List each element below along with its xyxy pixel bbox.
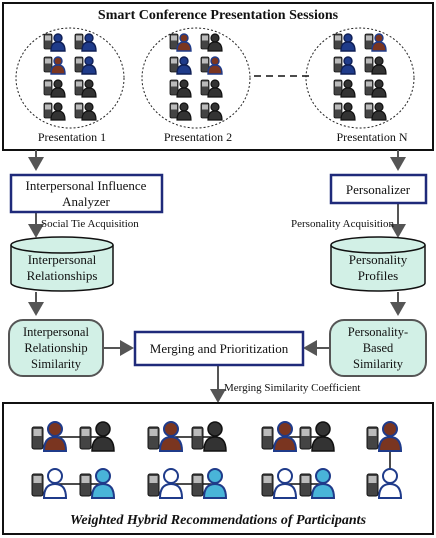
person-icon bbox=[201, 103, 222, 120]
person-icon bbox=[365, 103, 386, 120]
merging-coefficient-label: Merging Similarity Coefficient bbox=[224, 382, 360, 394]
person-icon bbox=[201, 34, 222, 51]
relationships-db-line2: Relationships bbox=[27, 268, 98, 283]
merging-label: Merging and Prioritization bbox=[150, 341, 289, 356]
relationship-similarity-line1: Interpersonal bbox=[23, 325, 89, 339]
person-icon bbox=[365, 57, 386, 74]
presentation-1-group: Presentation 1 bbox=[15, 27, 125, 144]
person-icon bbox=[365, 80, 386, 97]
person-icon bbox=[170, 34, 191, 51]
relationship-similarity-line3: Similarity bbox=[31, 357, 82, 371]
personalizer-box: Personalizer bbox=[329, 173, 428, 205]
person-icon bbox=[44, 80, 65, 97]
personality-similarity-line3: Similarity bbox=[353, 357, 404, 371]
person-icon bbox=[170, 57, 191, 74]
presentation-1-circle bbox=[15, 27, 125, 129]
panel-title: Smart Conference Presentation Sessions bbox=[98, 8, 339, 23]
person-icon bbox=[334, 34, 355, 51]
person-icon bbox=[75, 34, 96, 51]
person-icon bbox=[365, 34, 386, 51]
personality-similarity-node: Personality- Based Similarity bbox=[329, 319, 427, 377]
personalizer-label: Personalizer bbox=[346, 182, 411, 197]
presentation-2-circle bbox=[141, 27, 251, 129]
sessions-panel bbox=[2, 2, 434, 151]
person-icon bbox=[201, 80, 222, 97]
person-icon bbox=[44, 34, 65, 51]
influence-analyzer-line2: Analyzer bbox=[62, 194, 110, 209]
relationship-similarity-line2: Relationship bbox=[24, 341, 87, 355]
influence-analyzer-line1: Interpersonal Influence bbox=[26, 178, 147, 193]
presentation-1-label: Presentation 1 bbox=[38, 130, 106, 144]
person-icon bbox=[334, 57, 355, 74]
relationship-similarity-node: Interpersonal Relationship Similarity bbox=[8, 319, 104, 377]
merging-box: Merging and Prioritization bbox=[133, 330, 305, 367]
presentation-2-group: Presentation 2 bbox=[141, 27, 251, 144]
person-icon bbox=[334, 103, 355, 120]
person-icon bbox=[334, 80, 355, 97]
personality-similarity-line2: Based bbox=[363, 341, 394, 355]
presentation-2-label: Presentation 2 bbox=[164, 130, 232, 144]
profiles-database: Personality Profiles bbox=[330, 236, 426, 292]
profiles-db-line1: Personality bbox=[349, 252, 408, 267]
influence-analyzer-box: Interpersonal Influence Analyzer bbox=[9, 173, 164, 214]
person-icon bbox=[170, 103, 191, 120]
person-icon bbox=[75, 57, 96, 74]
recommendations-title: Weighted Hybrid Recommendations of Parti… bbox=[70, 513, 367, 528]
presentation-n-circle bbox=[305, 27, 415, 129]
person-icon bbox=[44, 103, 65, 120]
person-icon bbox=[44, 57, 65, 74]
social-tie-label: Social Tie Acquisition bbox=[41, 218, 139, 230]
person-icon bbox=[201, 57, 222, 74]
relationships-db-line1: Interpersonal bbox=[28, 252, 97, 267]
profiles-db-line2: Profiles bbox=[358, 268, 398, 283]
person-icon bbox=[75, 103, 96, 120]
relationships-database: Interpersonal Relationships bbox=[10, 236, 114, 292]
presentation-n-group: Presentation N bbox=[305, 27, 415, 144]
presentation-n-label: Presentation N bbox=[337, 130, 408, 144]
personality-similarity-line1: Personality- bbox=[348, 325, 408, 339]
personality-acquisition-label: Personality Acquisition bbox=[291, 218, 394, 230]
person-icon bbox=[170, 80, 191, 97]
person-icon bbox=[75, 80, 96, 97]
